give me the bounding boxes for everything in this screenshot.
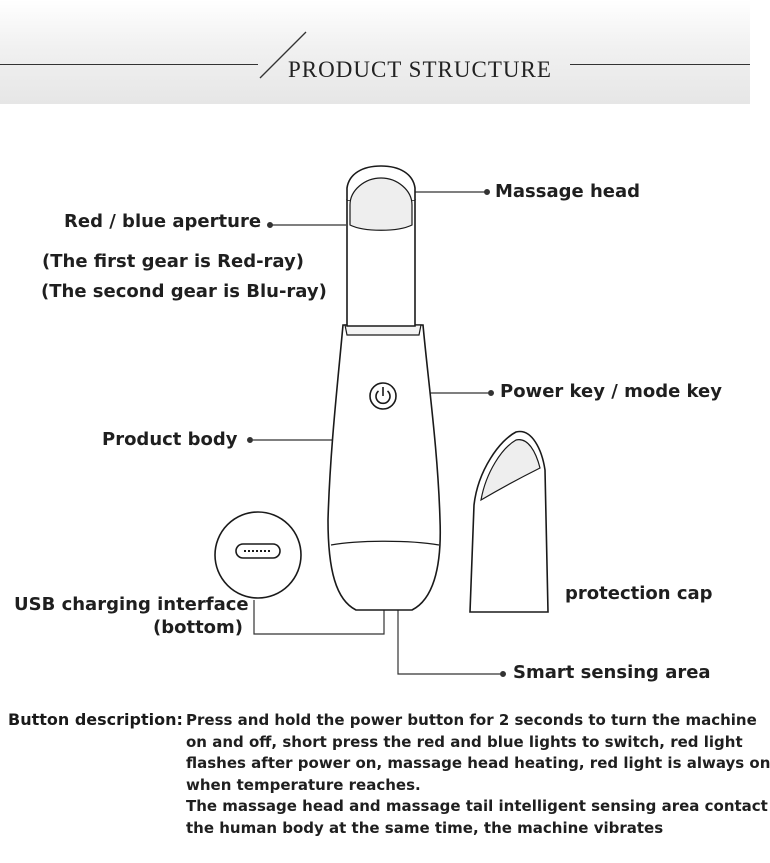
usb-port-icon (235, 543, 281, 559)
protection-cap (469, 430, 549, 613)
product-diagram (214, 165, 549, 677)
label-massage-head: Massage head (495, 181, 641, 202)
label-usb-interface: USB charging interface (14, 594, 249, 615)
label-protection-cap: protection cap (565, 583, 713, 604)
dot-product-body (247, 437, 254, 444)
leader-usb (253, 600, 385, 635)
dot-power-key (488, 390, 495, 397)
description-line: The massage head and massage tail intell… (186, 797, 768, 815)
description-body: Press and hold the power button for 2 se… (186, 710, 770, 839)
label-product-body: Product body (102, 429, 238, 450)
power-icon (369, 382, 397, 410)
label-power-key: Power key / mode key (500, 381, 722, 402)
header-band: PRODUCT STRUCTURE (0, 0, 750, 104)
description-line: on and off, short press the red and blue… (186, 732, 743, 751)
label-gear-second: (The second gear is Blu-ray) (41, 281, 327, 302)
device (327, 165, 442, 611)
description-line: when temperature reaches. (186, 775, 421, 794)
dot-massage-head (484, 189, 491, 196)
label-gear-first: (The first gear is Red-ray) (42, 251, 304, 272)
leader-sensing (397, 582, 500, 675)
description-line: Press and hold the power button for 2 se… (186, 711, 757, 729)
header-rule-left (0, 64, 258, 65)
header-rule-right (570, 64, 750, 65)
page-title: PRODUCT STRUCTURE (288, 57, 552, 82)
usb-port-inset (214, 511, 302, 599)
description-line: the human body at the same time, the mac… (186, 818, 664, 837)
dot-sensing (500, 670, 507, 677)
description-title: Button description: (8, 710, 183, 729)
label-aperture: Red / blue aperture (64, 211, 262, 232)
label-sensing-area: Smart sensing area (513, 662, 711, 683)
description-line: flashes after power on, massage head hea… (186, 754, 770, 772)
label-usb-bottom: (bottom) (153, 617, 244, 638)
dot-aperture (267, 222, 274, 229)
header-slash-mark (259, 31, 307, 79)
